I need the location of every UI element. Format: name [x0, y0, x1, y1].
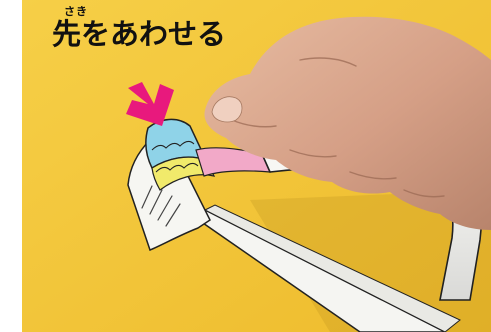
hand: [204, 16, 491, 230]
paper-strip-lower-edge: [203, 204, 461, 332]
base-card: [127, 139, 211, 252]
finger-creases: [231, 57, 445, 198]
cap-yellow: [151, 156, 216, 191]
caption-ruby: さき: [64, 5, 88, 18]
caption-title: 先をあわせる: [52, 17, 227, 51]
thumbnail: [211, 96, 243, 123]
arrow-down-right-icon: [126, 82, 174, 126]
cap-scallops: [151, 140, 199, 173]
left-white-margin: [0, 0, 22, 332]
card-writing: [141, 185, 181, 227]
